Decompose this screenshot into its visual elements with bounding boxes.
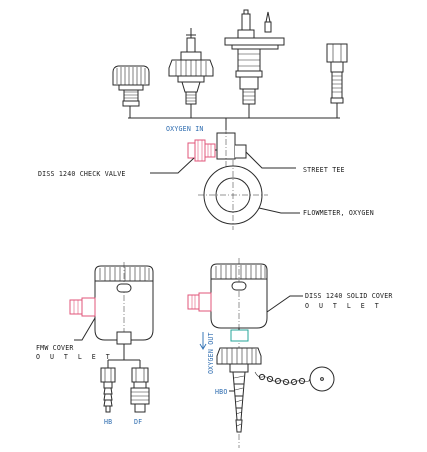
hose-barb-hb bbox=[100, 367, 116, 413]
label-fmw-outlet: O U T L E T bbox=[36, 353, 113, 361]
check-valve bbox=[187, 139, 217, 162]
label-fmw-cover: FMW COVER bbox=[36, 344, 74, 352]
street-tee bbox=[216, 128, 247, 175]
solid-cover-assembly: OXYGEN OUT HBO DISS 1240 SOLID COVER O U… bbox=[187, 258, 393, 448]
fmw-cover-assembly: HB DF FMW COVER O U T L E T bbox=[36, 262, 154, 426]
hex-plug-fitting bbox=[326, 43, 348, 104]
df-fitting bbox=[130, 367, 150, 413]
center-assembly: OXYGEN IN DISS 1240 CHECK VALVE STRE bbox=[38, 118, 374, 230]
leader-fmw-cover bbox=[74, 317, 96, 341]
label-check-valve: DISS 1240 CHECK VALVE bbox=[38, 170, 126, 178]
label-df: DF bbox=[134, 418, 142, 426]
knurled-cap-fitting bbox=[112, 65, 150, 107]
leader-street-tee bbox=[245, 151, 296, 169]
leader-solid-cover bbox=[266, 295, 303, 313]
flowmeter-ring bbox=[198, 160, 268, 230]
needle-valve-fitting bbox=[168, 28, 214, 105]
label-oxygen-in: OXYGEN IN bbox=[166, 125, 204, 133]
label-solid-cover-outlet: O U T L E T bbox=[305, 302, 382, 310]
label-oxygen-out: OXYGEN OUT bbox=[207, 332, 215, 374]
label-street-tee: STREET TEE bbox=[303, 166, 345, 174]
leader-flowmeter bbox=[258, 207, 300, 214]
leader-check-valve bbox=[150, 157, 195, 174]
fitting-header-line bbox=[128, 103, 340, 119]
label-hbo: HBO bbox=[215, 388, 228, 396]
label-flowmeter: FLOWMETER, OXYGEN bbox=[303, 209, 374, 217]
flow-arrow bbox=[199, 332, 207, 350]
top-fittings bbox=[112, 9, 348, 119]
label-solid-cover: DISS 1240 SOLID COVER bbox=[305, 292, 393, 300]
chain-and-cap bbox=[254, 366, 335, 392]
flange-adapter-fitting bbox=[224, 9, 285, 105]
label-hb-left: HB bbox=[104, 418, 112, 426]
